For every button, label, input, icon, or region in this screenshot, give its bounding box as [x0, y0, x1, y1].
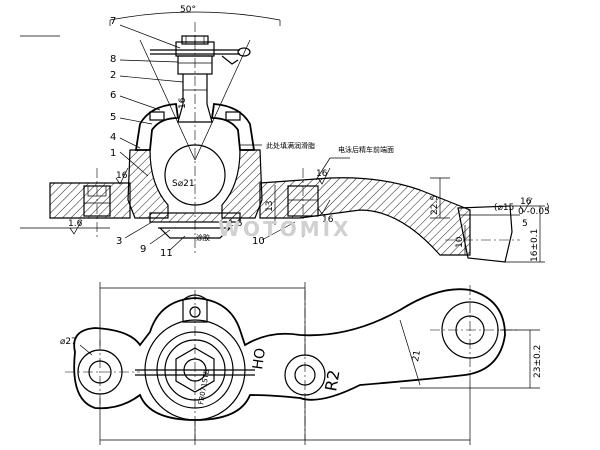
- stamp-marking: FR0715TB: [197, 369, 211, 406]
- roughness-1: 16: [116, 171, 128, 181]
- part-number-1: 1: [110, 148, 116, 159]
- part-number-4: 4: [110, 132, 116, 143]
- castle-nut-hex: [175, 347, 215, 393]
- grease-note: 此处填满润滑脂: [266, 141, 315, 150]
- part-number-8: 8: [110, 54, 116, 65]
- ho-marking: HO: [250, 347, 269, 371]
- part-number-10: 10: [252, 236, 265, 247]
- watermark: WOTOMIX: [218, 217, 351, 241]
- radius-label: R2: [321, 368, 343, 392]
- roughness-4: 16: [520, 197, 532, 207]
- dim-offset: 16±0.1: [530, 229, 540, 262]
- plan-dimensions: [79, 282, 540, 445]
- part-number-7: 7: [110, 16, 116, 27]
- cotter-pin: [150, 47, 251, 65]
- arm-outline: [73, 288, 506, 421]
- paint-note: 电泳后精车前端面: [338, 145, 394, 154]
- roughness-5: 1.6: [68, 219, 83, 229]
- dim-small-5: 5: [522, 219, 528, 229]
- stud: 16: [177, 74, 213, 123]
- part-leaders: [119, 24, 350, 251]
- part-number-6: 6: [110, 90, 116, 101]
- part-number-5: 5: [110, 112, 116, 123]
- dim-taper-tol: 0 -0.05: [518, 207, 550, 217]
- dim-13: 13: [265, 201, 275, 212]
- part-number-2: 2: [110, 70, 116, 81]
- dim-taper-close: ): [546, 203, 550, 213]
- dim-taper-dia: (⌀15: [494, 203, 514, 213]
- roughness-6: 1.6: [228, 219, 243, 229]
- adhesive-mark: 涂胶: [196, 233, 210, 242]
- section-view: 50° 16: [20, 5, 550, 263]
- arm-body: [49, 168, 520, 263]
- dim-taper-len: 10: [455, 236, 465, 248]
- roughness-marks: [69, 167, 533, 235]
- swing-angle-lines: [109, 11, 281, 161]
- part-number-9: 9: [140, 244, 146, 255]
- dim-22-5: 22.5: [430, 195, 440, 215]
- ball-dia: S⌀21: [172, 179, 195, 189]
- right-dimensions: [274, 177, 545, 263]
- stud-roughness: 16: [178, 97, 188, 109]
- part-number-3: 3: [116, 236, 122, 247]
- angle-label: 50°: [180, 5, 196, 15]
- castle-nut: [175, 35, 215, 75]
- eye-dia: ⌀27: [60, 337, 77, 347]
- plan-view: ⌀27 21 23±0.2 R2 HO FR0715TB: [60, 282, 543, 445]
- part-number-11: 11: [160, 248, 173, 259]
- dim-23: 23±0.2: [533, 345, 543, 378]
- roughness-3: 16: [322, 215, 334, 225]
- roughness-2: 16: [316, 169, 328, 179]
- ball: [164, 144, 226, 206]
- dim-21: 21: [411, 350, 423, 363]
